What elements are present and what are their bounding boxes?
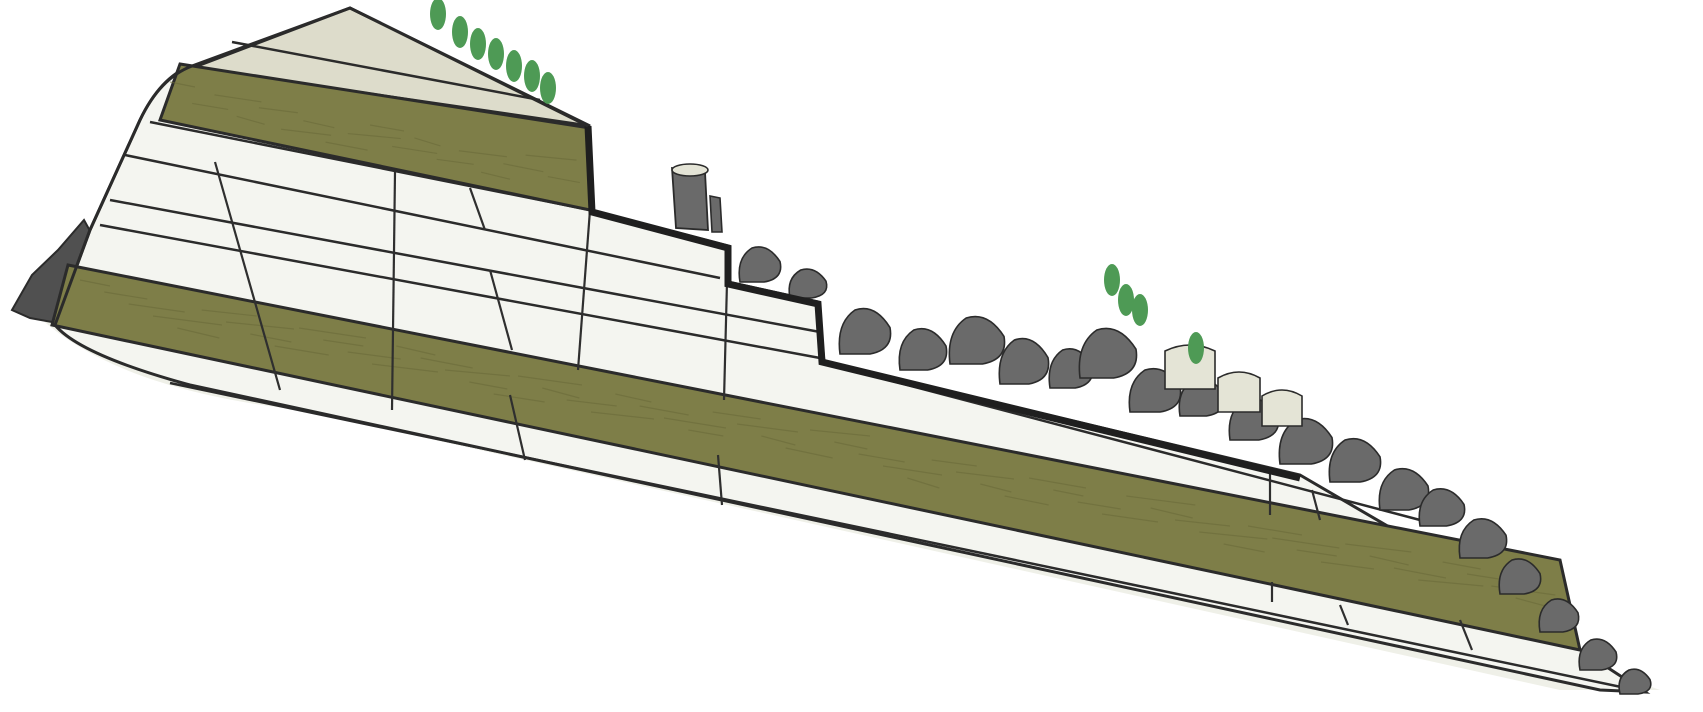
plant-tuft-icon — [470, 28, 486, 60]
rubble-rock — [1579, 639, 1617, 670]
plant-tuft-icon — [524, 60, 540, 92]
pillar-cap — [672, 164, 708, 176]
rubble-rock — [999, 339, 1048, 384]
plant-tuft-icon — [488, 38, 504, 70]
rubble-rock — [1079, 328, 1136, 378]
plant-tuft-icon — [430, 0, 446, 30]
rubble-rock — [1459, 519, 1506, 558]
rubble-rock — [899, 329, 946, 370]
plant-tuft-icon — [452, 16, 468, 48]
rubble-rock — [1329, 439, 1380, 482]
rock-pillar — [672, 164, 722, 232]
rubble-rock — [949, 317, 1004, 364]
plant-tuft-icon — [540, 72, 556, 104]
plant-tuft-icon — [1188, 332, 1204, 364]
pale-block — [1218, 372, 1260, 412]
plant-tuft-icon — [506, 50, 522, 82]
rubble-rock — [789, 269, 827, 298]
plant-tuft-icon — [1132, 294, 1148, 326]
pale-block — [1262, 390, 1302, 426]
pillar-body — [672, 168, 708, 230]
rubble-rock — [1619, 669, 1651, 694]
pillar-small — [710, 196, 722, 232]
plant-tuft-icon — [1118, 284, 1134, 316]
rubble-rock — [739, 247, 780, 282]
plant-tuft-icon — [1104, 264, 1120, 296]
rubble-rock — [839, 309, 890, 354]
